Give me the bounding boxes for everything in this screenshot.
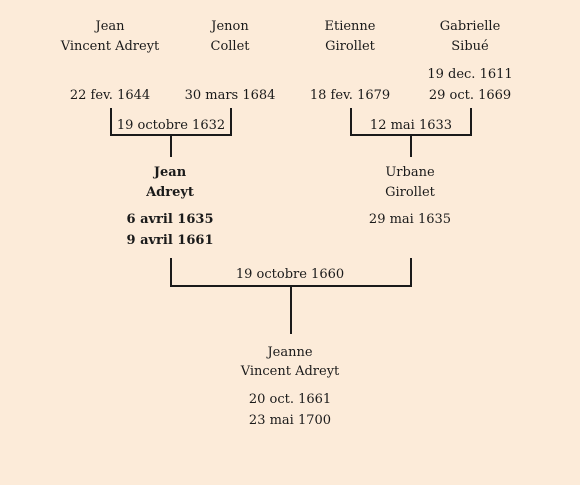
paternal-grandmother-first-name: Jenon bbox=[211, 19, 249, 34]
maternal-grandfather-last-name: Girollet bbox=[325, 39, 375, 54]
mother-birth: 29 mai 1635 bbox=[368, 212, 452, 227]
maternal-grandfather-first-name: Etienne bbox=[324, 19, 376, 34]
paternal-grandfather-last-name: Vincent Adreyt bbox=[60, 39, 160, 54]
paternal-marriage-date: 19 octobre 1632 bbox=[116, 118, 226, 133]
maternal-marriage-date: 12 mai 1633 bbox=[369, 118, 453, 133]
child-last-name: Vincent Adreyt bbox=[240, 364, 340, 379]
maternal-grandmother-birth: 19 dec. 1611 bbox=[427, 67, 513, 82]
paternal-grandfather-first-name: Jean bbox=[95, 19, 125, 34]
parents-marriage-date: 19 octobre 1660 bbox=[235, 267, 345, 282]
father-first-name: Jean bbox=[153, 165, 187, 180]
maternal-grandmother-first-name: Gabrielle bbox=[439, 19, 501, 34]
paternal-grandmother-last-name: Collet bbox=[210, 39, 250, 54]
mother-first-name: Urbane bbox=[385, 165, 435, 180]
child-death: 23 mai 1700 bbox=[248, 413, 332, 428]
maternal-grandmother-death: 29 oct. 1669 bbox=[428, 88, 512, 103]
paternal-grandfather-birth: 22 fev. 1644 bbox=[69, 88, 151, 103]
father-last-name: Adreyt bbox=[146, 185, 194, 200]
paternal-grandmother-birth: 30 mars 1684 bbox=[184, 88, 276, 103]
child-birth: 20 oct. 1661 bbox=[248, 392, 332, 407]
father-birth: 6 avril 1635 bbox=[126, 212, 214, 227]
child-first-name: Jeanne bbox=[267, 345, 313, 360]
maternal-grandfather-birth: 18 fev. 1679 bbox=[309, 88, 391, 103]
mother-last-name: Girollet bbox=[385, 185, 435, 200]
father-death: 9 avril 1661 bbox=[126, 233, 214, 248]
maternal-grandmother-last-name: Sibué bbox=[451, 39, 489, 54]
